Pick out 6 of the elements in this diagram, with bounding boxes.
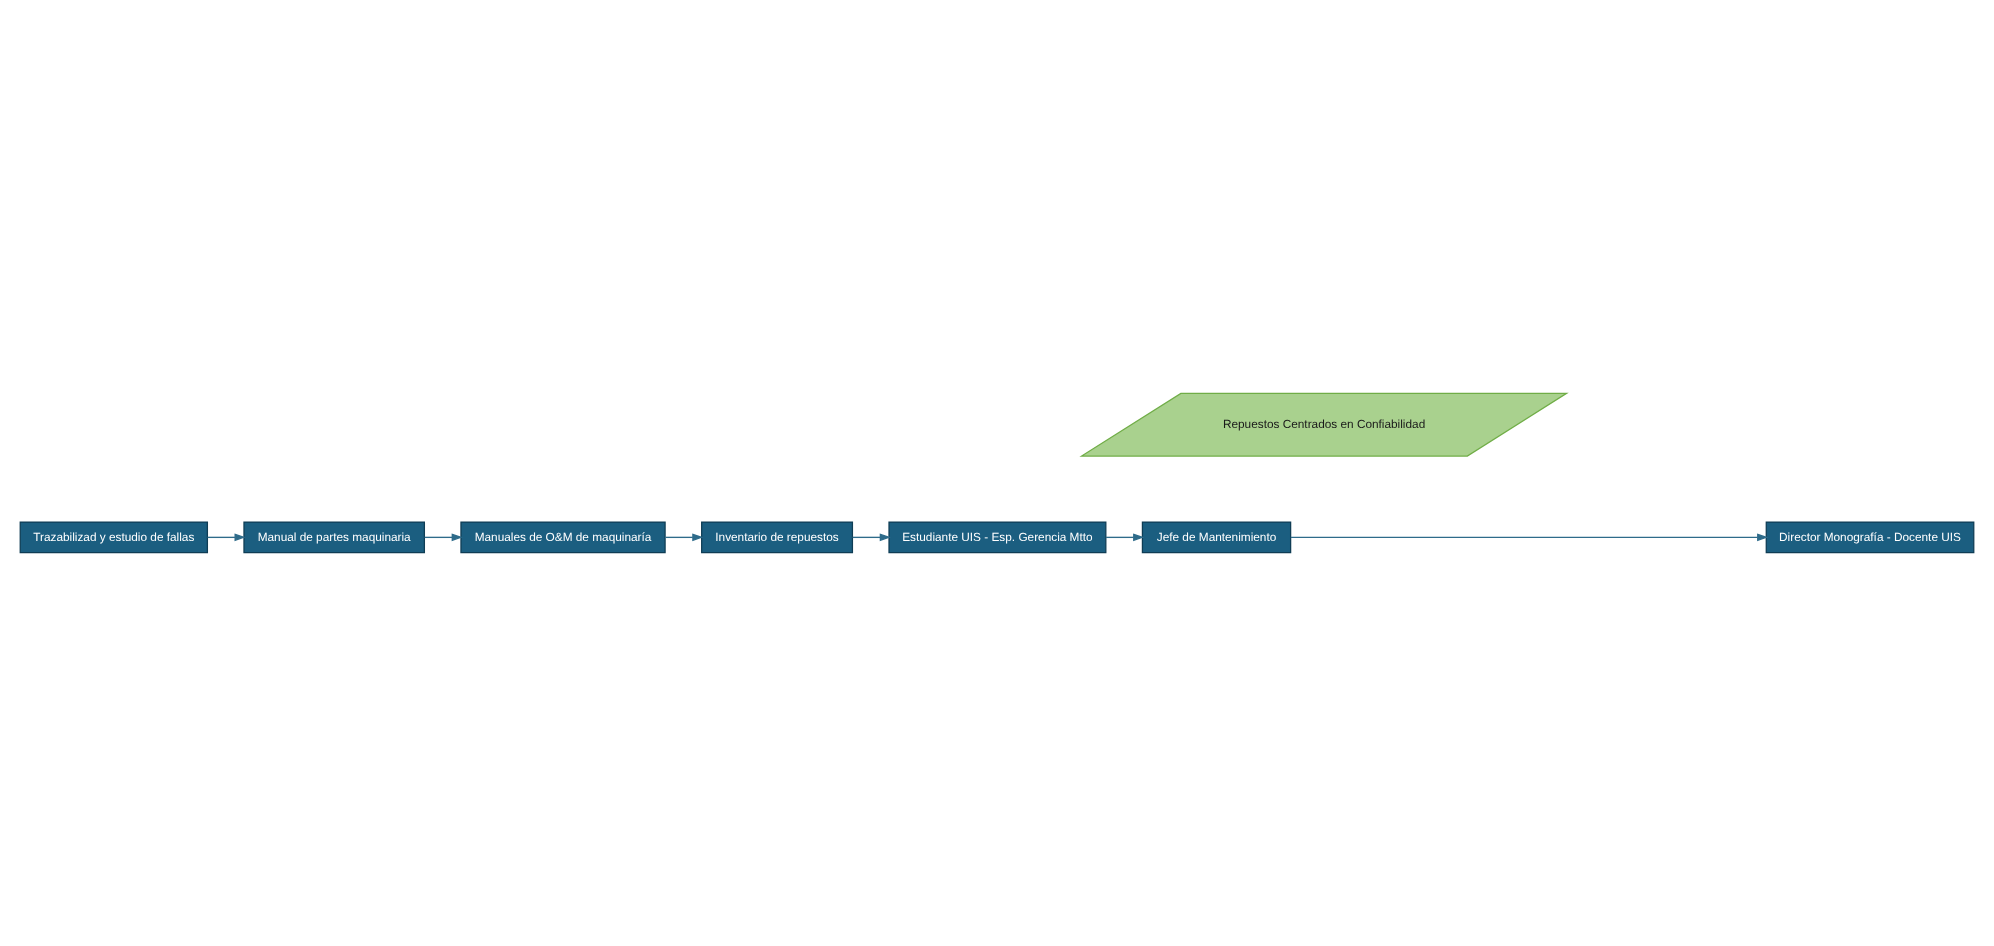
- arrow: [423, 533, 463, 542]
- arrow: [664, 533, 704, 542]
- arrow: [1105, 533, 1145, 542]
- arrow: [206, 533, 246, 542]
- arrow: [851, 533, 891, 542]
- arrow: [1290, 533, 1769, 542]
